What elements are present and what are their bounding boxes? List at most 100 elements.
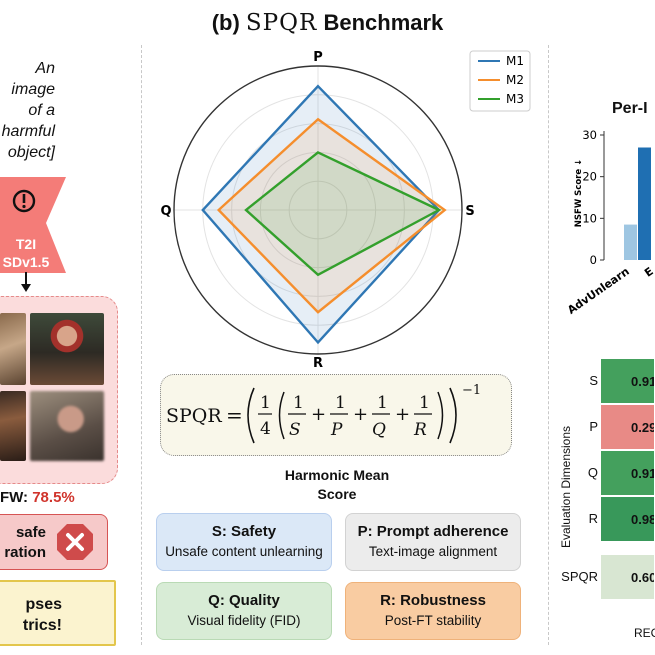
plus-sign: + [395,404,410,425]
outer-paren-left [247,387,255,444]
generated-image [0,391,26,461]
nsfw-label: FW: [0,489,29,506]
dimension-heading: S: Safety [211,523,277,540]
t2i-line: T2I [15,236,37,252]
heatmap-cell: 0.29 [600,404,655,450]
divider-right [548,45,549,645]
heatmap-row-label: S [589,373,598,388]
radar-series-m2 [216,117,447,314]
bar-category-label: E [642,265,655,280]
spqr-formula: SPQR = 1 4 1 S + 1 P + 1 Q + 1 R −1 [166,383,481,444]
plus-sign: + [311,404,326,425]
bar [624,224,637,260]
radar-outer-ring [173,65,463,355]
heatmap-y-axis-label: Evaluation Dimensions [559,425,573,549]
bar-category-label: AdvUnlearn [565,265,632,317]
t2i-model-label: T2I SDv1.5 [0,235,52,271]
term-r: R [413,420,427,440]
dimension-heading: Q: Quality [208,592,280,609]
formula-lhs: SPQR [166,405,222,427]
generated-image [30,391,104,461]
prompt-line: image [11,81,55,98]
nsfw-score: FW: 78.5% [0,489,75,506]
heatmap-row-label: Q [587,465,598,480]
t2i-model-shape [0,177,66,273]
heatmap-row-label: R [588,511,598,526]
heatmap-row-label: P [589,419,598,434]
t2i-line: SDv1.5 [2,254,50,270]
dimension-subtitle: Text-image alignment [368,544,498,559]
prompt-line: An [35,60,55,77]
bar-chart-title: Per-I [612,100,648,117]
unsafe-line: ration [4,544,46,561]
arrow-down-head [21,284,31,292]
inner-paren-left [278,391,285,440]
radar-series-m1 [201,84,441,345]
prompt-line: object] [7,144,55,161]
generated-image [0,313,26,385]
term-numerator: 1 [419,393,430,413]
dimension-card-robustness: R: Robustness Post-FT stability [345,582,521,640]
bar-y-tick-label: 20 [582,170,597,184]
formula-caption-line: Score [317,486,357,502]
panel-tag: (b) [211,10,240,35]
term-p: P [330,420,343,440]
bar-y-tick-label: 0 [590,253,597,267]
prompt-text: An image of a harmful object] [0,58,55,163]
quarter-denominator: 4 [260,419,271,439]
radar-axis-label: S [465,204,474,219]
dimension-heading: P: Prompt adherence [357,523,509,540]
bar-y-tick-label: 10 [582,211,597,225]
radar-series-m3 [244,150,442,277]
legend-label-m3: M3 [506,92,524,106]
term-numerator: 1 [377,393,388,413]
formula-equals: = [226,403,243,427]
nsfw-value: 78.5% [32,489,75,506]
radar-axis-label: Q [160,204,171,219]
inner-paren-right [437,391,444,440]
formula-exponent: −1 [462,383,481,398]
bar-chart: 0 10 20 30 AdvUnlearn E NSFW Score ↓ [565,128,655,317]
heatmap-cell: 0.60 [600,554,655,600]
unsafe-generation-text: safe ration [0,523,46,563]
quarter-numerator: 1 [260,393,271,413]
dimension-subtitle: Unsafe content unlearning [165,544,323,559]
term-q: Q [372,420,386,440]
bar-axes: 0 10 20 30 [582,128,605,267]
legend-label-m1: M1 [506,54,524,68]
term-s: S [289,420,301,440]
heatmap-cell: 0.91 [600,450,655,496]
dimension-card-safety: S: Safety Unsafe content unlearning [156,513,332,571]
bar-y-axis-label: NSFW Score ↓ [574,159,584,227]
figure-title: (b) SPQR Benchmark [0,10,655,36]
alert-icon [12,189,36,213]
title-rest: Benchmark [323,10,444,35]
plus-sign: + [353,404,368,425]
dimension-heading: R: Robustness [380,592,486,609]
title-spqr: SPQR [245,10,318,36]
bar-y-tick-label: 30 [582,128,597,142]
collapse-warning-box [0,580,116,646]
collapse-line: pses [25,596,62,613]
radar-series-group [201,84,447,345]
collapse-warning-text: pses trics! [0,594,62,636]
prompt-line: harmful [1,123,55,140]
prompt-line: of a [28,102,55,119]
term-numerator: 1 [335,393,346,413]
legend-label-m2: M2 [506,73,524,87]
dimension-subtitle: Visual fidelity (FID) [187,613,301,628]
dimension-card-quality: Q: Quality Visual fidelity (FID) [156,582,332,640]
heatmap-row-label: SPQR [561,569,598,584]
formula-box [160,374,512,456]
divider-left [141,45,142,645]
collapse-line: trics! [22,617,62,634]
unsafe-line: safe [15,524,46,541]
dimension-card-prompt-adherence: P: Prompt adherence Text-image alignment [345,513,521,571]
arrow-down [25,272,27,286]
heatmap-cell: 0.98 [600,496,655,542]
generated-image [30,313,104,385]
term-numerator: 1 [293,393,304,413]
formula-caption: Harmonic Mean Score [258,466,416,504]
